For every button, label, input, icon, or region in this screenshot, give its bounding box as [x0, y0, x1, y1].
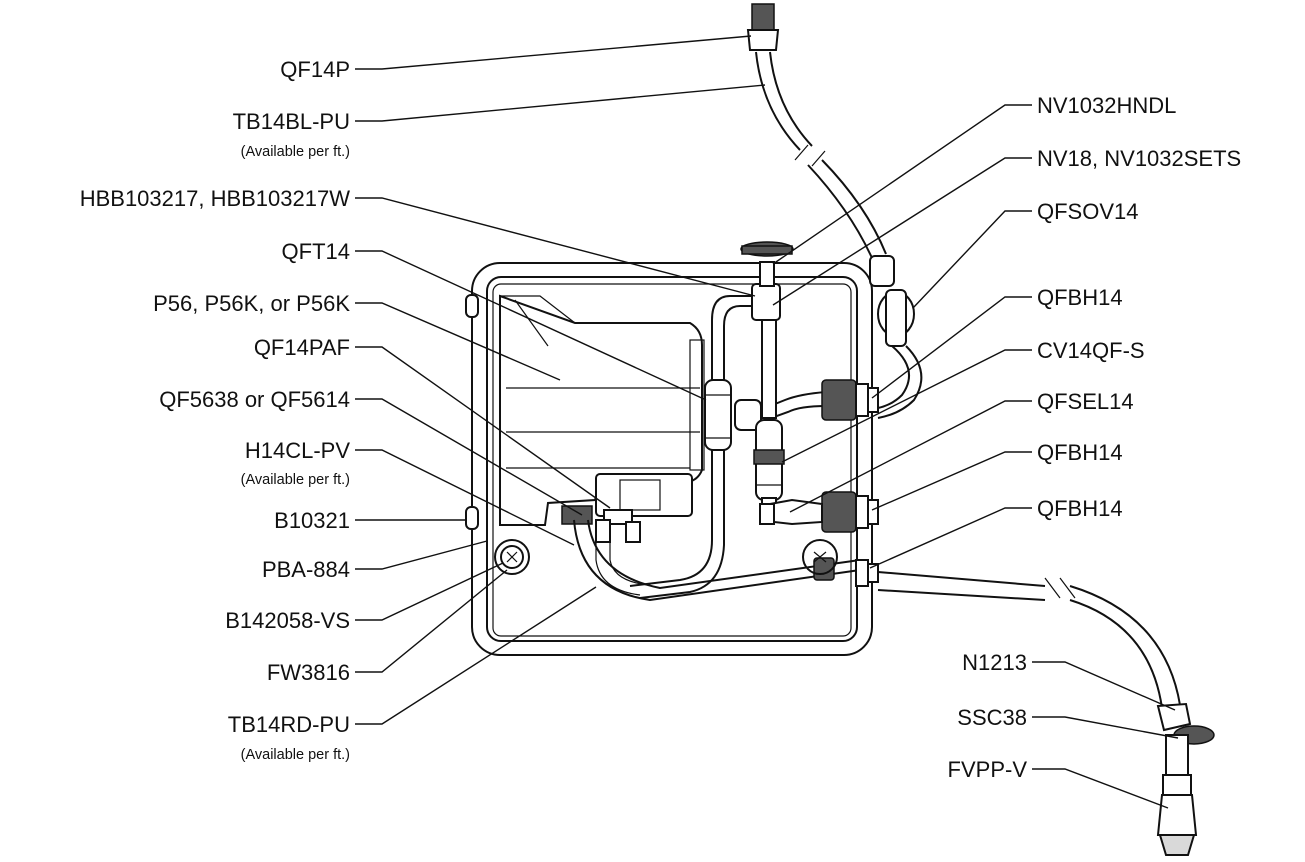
- label-qf5638: QF5638 or QF5614: [159, 387, 350, 412]
- label-qfbh14-b: QFBH14: [1037, 440, 1123, 465]
- label-cv14qf-s: CV14QF-S: [1037, 338, 1145, 363]
- note-tb14bl-pu: (Available per ft.): [241, 144, 350, 160]
- note-tb14rd-pu: (Available per ft.): [241, 747, 350, 763]
- label-qf14p: QF14P: [280, 57, 350, 82]
- inlet-tubing: [746, 3, 923, 419]
- label-ssc38: SSC38: [957, 705, 1027, 730]
- label-qft14: QFT14: [282, 239, 350, 264]
- elbow-fitting: [759, 498, 823, 526]
- leader-lines: [355, 35, 1179, 809]
- label-p56: P56, P56K, or P56K: [153, 291, 350, 316]
- label-nv1032hndl: NV1032HNDL: [1037, 93, 1176, 118]
- inner-tubing: [573, 295, 861, 602]
- label-nv18: NV18, NV1032SETS: [1037, 146, 1241, 171]
- label-h14cl-pv: H14CL-PV: [245, 438, 350, 463]
- labels-right: NV1032HNDL NV18, NV1032SETS QFSOV14 QFBH…: [948, 93, 1242, 782]
- label-pba-884: PBA-884: [262, 557, 350, 582]
- labels-left: QF14P TB14BL-PU (Available per ft.) HBB1…: [80, 57, 351, 763]
- bumper-top: [465, 294, 479, 318]
- spray-nozzle-icon: [1156, 702, 1215, 856]
- label-fw3816: FW3816: [267, 660, 350, 685]
- screw-right: [802, 539, 838, 575]
- label-tb14bl-pu: TB14BL-PU: [233, 109, 350, 134]
- label-qfsel14: QFSEL14: [1037, 389, 1134, 414]
- bumper-bottom: [465, 506, 479, 530]
- label-fvpp-v: FVPP-V: [948, 757, 1028, 782]
- label-n1213: N1213: [962, 650, 1027, 675]
- assembly-drawing: [465, 3, 1215, 856]
- label-qfbh14-c: QFBH14: [1037, 496, 1123, 521]
- label-qfbh14-a: QFBH14: [1037, 285, 1123, 310]
- label-qf14paf: QF14PAF: [254, 335, 350, 360]
- tee-fitting: [704, 379, 762, 451]
- label-b10321: B10321: [274, 508, 350, 533]
- pump: [499, 294, 705, 543]
- needle-valve: [740, 241, 794, 321]
- label-tb14rd-pu: TB14RD-PU: [228, 712, 350, 737]
- label-b142058-vs: B142058-VS: [225, 608, 350, 633]
- label-hbb103217: HBB103217, HBB103217W: [80, 186, 351, 211]
- note-h14cl-pv: (Available per ft.): [241, 472, 350, 488]
- screw-icon: [494, 539, 530, 575]
- label-qfsov14: QFSOV14: [1037, 199, 1138, 224]
- enclosure-inner-rim: [486, 276, 858, 642]
- outlet-tubing: [877, 571, 1181, 709]
